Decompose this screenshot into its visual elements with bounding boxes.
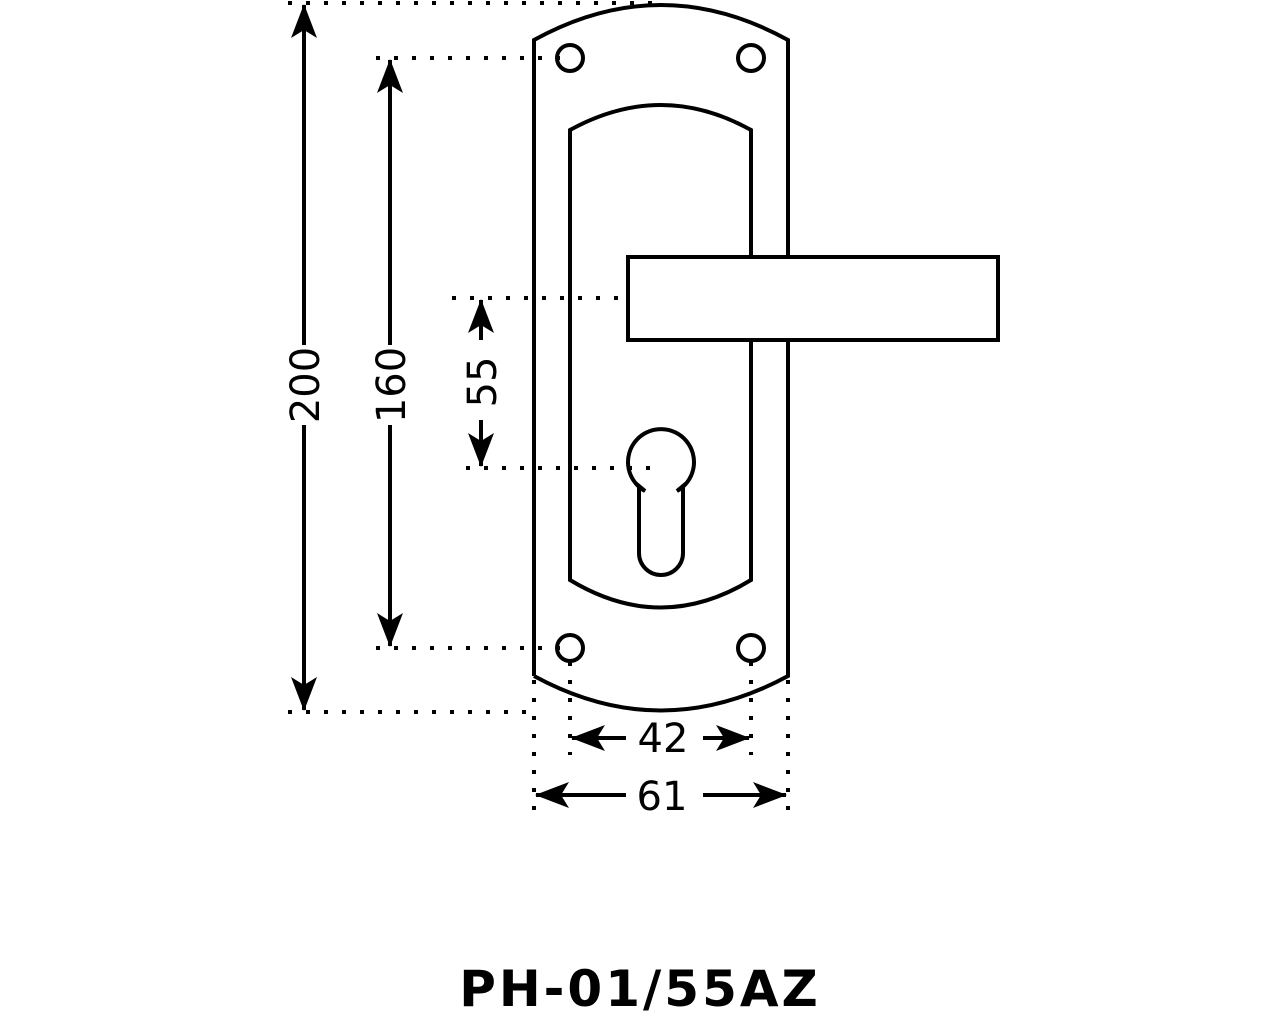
- dimension-label: 42: [638, 716, 689, 762]
- product-code: PH-01/55AZ: [459, 960, 821, 1018]
- dimension-label: 200: [283, 347, 329, 423]
- screw-hole: [555, 633, 585, 663]
- screw-hole: [736, 633, 766, 663]
- dimension-160: 160: [369, 59, 415, 647]
- inner-recess: [568, 103, 753, 610]
- dimension-55: 55: [460, 299, 506, 467]
- dimension-200: 200: [283, 4, 329, 711]
- lever: [626, 255, 1000, 342]
- dimension-label: 61: [637, 774, 688, 820]
- extension-lines: [288, 1, 790, 815]
- screw-hole: [555, 43, 585, 73]
- dimension-label: 55: [460, 357, 506, 408]
- keyhole: [626, 427, 696, 577]
- dimension-label: 160: [369, 347, 415, 423]
- dimension-42: 42: [571, 716, 750, 762]
- screw-hole: [736, 43, 766, 73]
- dimension-61: 61: [535, 774, 787, 820]
- back-plate: [532, 3, 790, 713]
